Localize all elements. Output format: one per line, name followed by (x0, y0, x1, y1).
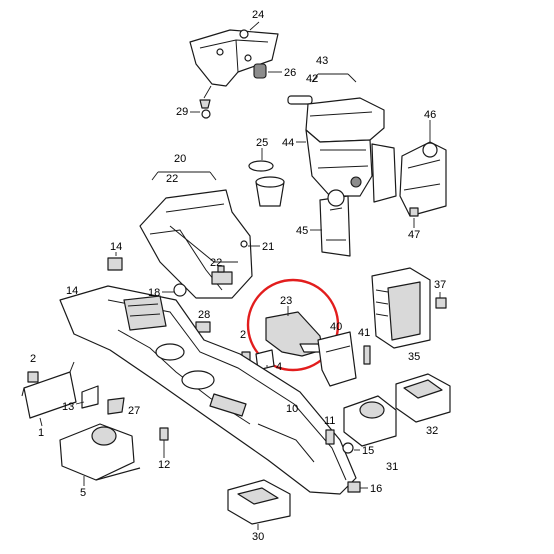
part-31-housing (343, 395, 397, 447)
callout-21: 21 (262, 241, 274, 253)
callout-28: 28 (198, 309, 210, 321)
callout-45: 45 (296, 225, 308, 237)
callout-43: 43 (316, 55, 328, 67)
callout-30: 30 (252, 531, 264, 543)
callout-2-left: 2 (30, 353, 36, 365)
part-45-bracket (319, 189, 351, 257)
callout-13: 13 (62, 401, 74, 413)
part-42-pad (287, 95, 313, 105)
callout-22-upper: 22 (166, 173, 178, 185)
part-5-shift-boot (59, 423, 141, 481)
callout-46: 46 (424, 109, 436, 121)
part-20-center-panel (139, 189, 253, 299)
part-1-bracket (21, 361, 77, 419)
callout-5: 5 (80, 487, 86, 499)
callout-14-lower: 14 (66, 285, 78, 297)
callout-47: 47 (408, 229, 420, 241)
part-46-trim (399, 141, 447, 217)
callout-40: 40 (330, 321, 342, 333)
callout-44: 44 (282, 137, 294, 149)
callout-31: 31 (386, 461, 398, 473)
callout-12: 12 (158, 459, 170, 471)
callout-11: 11 (324, 415, 335, 427)
part-14-clip (107, 257, 123, 271)
part-24-bracket (189, 29, 279, 87)
callout-2-center: 2 (240, 329, 246, 341)
callout-24: 24 (252, 9, 264, 21)
part-13 (81, 385, 99, 409)
callout-25: 25 (256, 137, 268, 149)
callout-15: 15 (362, 445, 374, 457)
part-25-cup (248, 160, 285, 207)
callout-42: 42 (306, 73, 318, 85)
callout-20: 20 (174, 153, 186, 165)
callout-23: 23 (280, 295, 292, 307)
callout-18: 18 (148, 287, 160, 299)
part-35-vent (371, 267, 431, 349)
callout-4: 4 (276, 361, 282, 373)
part-40-bracket (317, 331, 357, 387)
part-30-panel (227, 479, 291, 525)
callout-37: 37 (434, 279, 446, 291)
part-27 (107, 397, 125, 415)
part-23-cover (265, 311, 323, 357)
callout-41: 41 (358, 327, 370, 339)
callout-35: 35 (408, 351, 420, 363)
part-10-main-console (59, 285, 357, 495)
callout-27: 27 (128, 405, 140, 417)
part-32-tray (395, 373, 451, 423)
callout-22-lower: 22 (210, 257, 222, 269)
callout-32: 32 (426, 425, 438, 437)
callout-1: 1 (38, 427, 44, 439)
part-44-armrest (305, 97, 397, 203)
highlight-circle (246, 278, 340, 372)
callout-14-upper: 14 (110, 241, 122, 253)
part-28 (195, 321, 211, 333)
callout-10: 10 (286, 403, 298, 415)
callout-16: 16 (370, 483, 382, 495)
callout-26: 26 (284, 67, 296, 79)
callout-29: 29 (176, 106, 188, 118)
